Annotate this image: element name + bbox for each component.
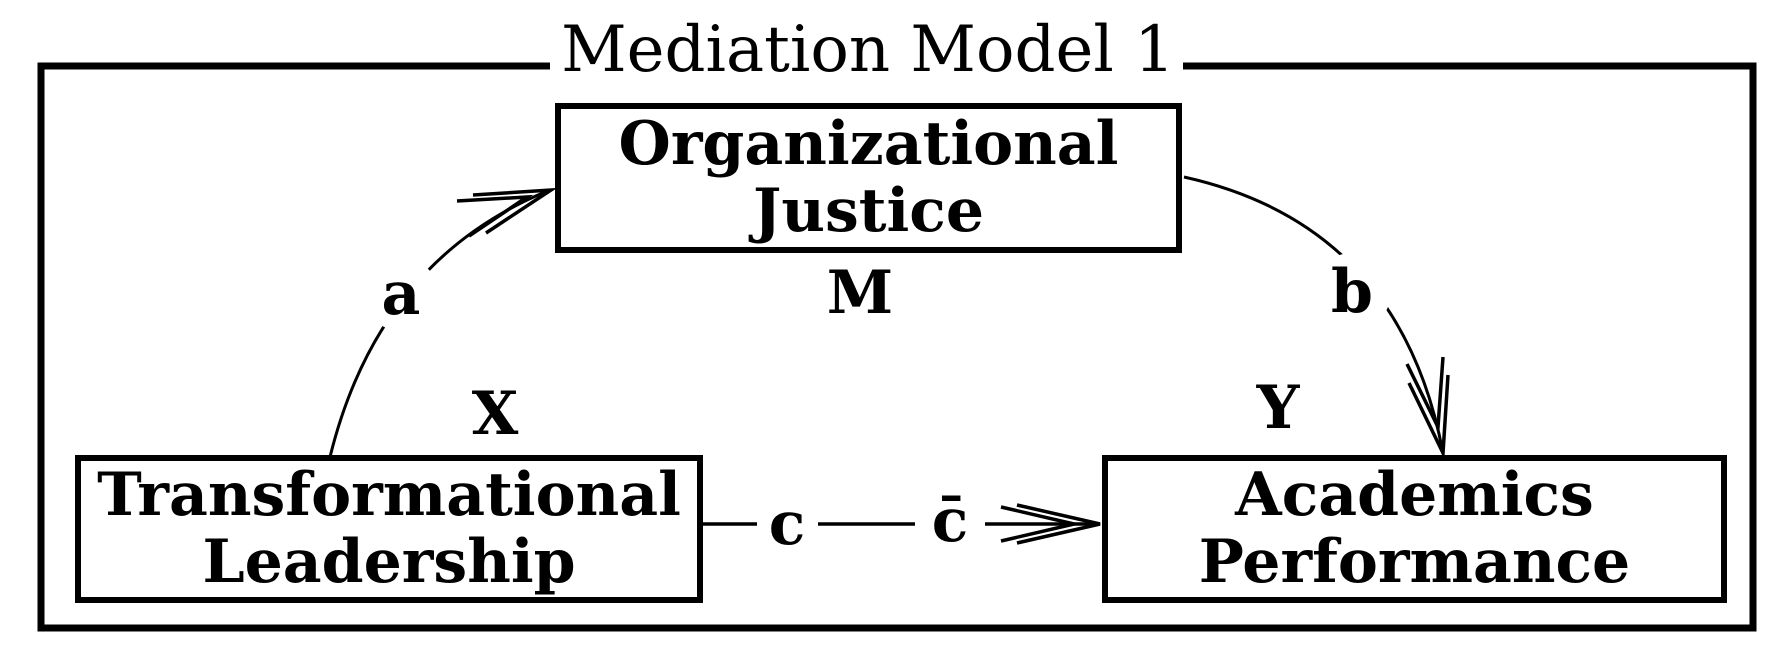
mediator-box: Organizational Justice bbox=[555, 103, 1182, 253]
outer-frame bbox=[37, 62, 1757, 632]
mediator-label-line1: Organizational bbox=[618, 108, 1119, 179]
dependent-box: Academics Performance bbox=[1102, 455, 1727, 603]
dependent-role-letter: Y bbox=[1256, 373, 1300, 443]
path-label-c: c bbox=[768, 489, 806, 559]
arrowhead-b-chevron-2 bbox=[1405, 356, 1445, 434]
path-label-a: a bbox=[381, 259, 421, 329]
diagram-title: Mediation Model 1 bbox=[553, 12, 1183, 88]
independent-label-line2: Leadership bbox=[202, 527, 576, 597]
independent-role-letter: X bbox=[471, 379, 519, 449]
arrowhead-a-chevron-1 bbox=[472, 187, 558, 235]
arrowhead-b-chevron-1 bbox=[1407, 374, 1450, 460]
mediator-role-letter: M bbox=[826, 258, 894, 328]
dependent-label-line1: Academics bbox=[1235, 459, 1594, 530]
path-label-b: b bbox=[1331, 257, 1373, 327]
path-b-curve bbox=[1183, 175, 1445, 454]
independent-box: Transformational Leadership bbox=[75, 455, 703, 603]
label-mask-a bbox=[364, 257, 438, 331]
arrowhead-c-chevron-2 bbox=[1000, 505, 1075, 543]
independent-label-line1: Transformational bbox=[97, 459, 681, 530]
arrowhead-a-chevron-2 bbox=[456, 194, 534, 238]
arrowhead-c-chevron-1 bbox=[1016, 503, 1101, 545]
label-mask-b bbox=[1313, 253, 1391, 331]
dependent-label-line2: Performance bbox=[1198, 527, 1631, 597]
path-label-c-prime: c̄ bbox=[931, 486, 969, 556]
mediator-label-line2: Justice bbox=[752, 176, 984, 246]
